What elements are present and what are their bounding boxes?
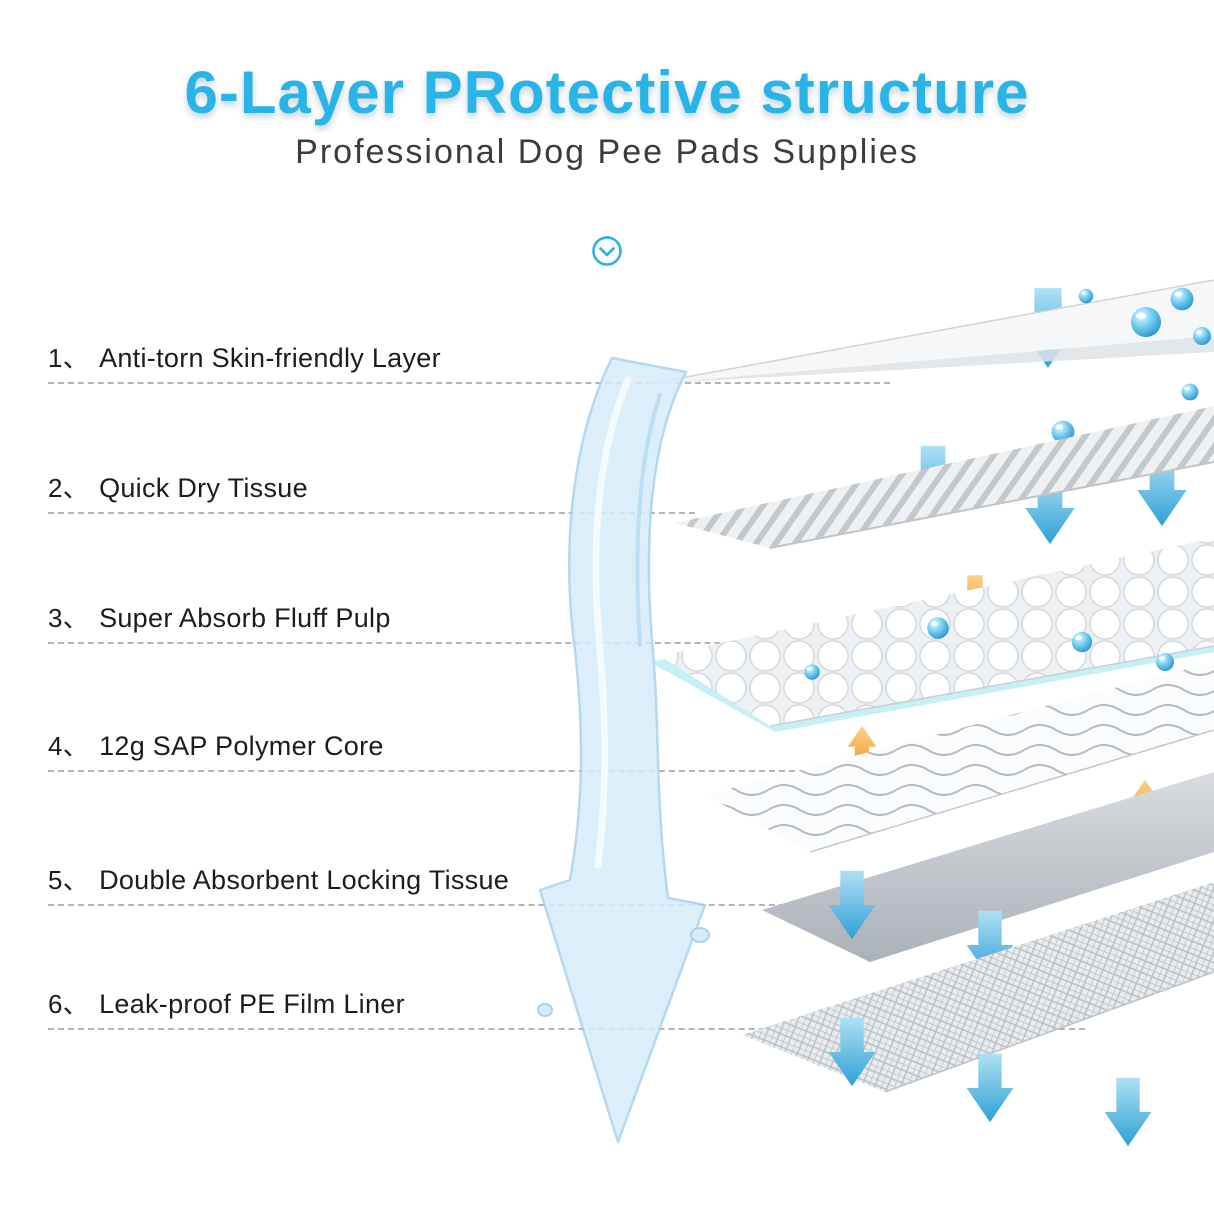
down-arrow	[908, 445, 1187, 545]
layer-number: 1、	[48, 343, 90, 373]
layer-2-sheet	[675, 406, 1214, 549]
water-droplet	[1078, 287, 1211, 401]
page-subtitle: Professional Dog Pee Pads Supplies	[295, 133, 919, 171]
layer-number: 5、	[48, 865, 90, 895]
leader-line	[48, 382, 890, 384]
chevron-down-circle-icon	[589, 232, 625, 268]
layer-label: Super Absorb Fluff Pulp	[99, 603, 391, 633]
layer-label: Double Absorbent Locking Tissue	[99, 865, 510, 895]
layer-label: 12g SAP Polymer Core	[99, 731, 384, 761]
page-title: 6-Layer PRotective structure	[184, 59, 1030, 126]
layer-number: 3、	[48, 603, 90, 633]
leader-line	[48, 770, 835, 772]
layer-3-beads	[650, 538, 1214, 732]
layer-number: 6、	[48, 989, 90, 1019]
layer-label-row-5: 5、 Double Absorbent Locking Tissue	[48, 860, 945, 906]
layer-5-sheet	[762, 772, 1214, 962]
layer-label-row-1: 1、 Anti-torn Skin-friendly Layer	[48, 338, 890, 384]
layer-label-row-4: 4、 12g SAP Polymer Core	[48, 726, 835, 772]
layer-6-sheet	[742, 882, 1214, 1093]
layer-label: Quick Dry Tissue	[99, 473, 308, 503]
down-arrow	[828, 1017, 1152, 1147]
leader-line	[48, 1028, 1085, 1030]
water-droplet	[804, 617, 1174, 680]
down-arrow	[1020, 288, 1076, 368]
leader-line	[48, 512, 695, 514]
layer-4-sheet	[705, 662, 1214, 853]
layer-1-sheet	[647, 279, 1214, 385]
layer-number: 2、	[48, 473, 90, 503]
header: 6-Layer PRotective structure Professiona…	[0, 0, 1214, 172]
layer-label: Anti-torn Skin-friendly Layer	[99, 343, 441, 373]
leader-line	[48, 642, 800, 644]
water-droplet	[1051, 420, 1183, 454]
orange-down-arrow	[959, 575, 1118, 659]
layer-label-row-6: 6、 Leak-proof PE Film Liner	[48, 984, 1085, 1030]
layer-label: Leak-proof PE Film Liner	[99, 989, 405, 1019]
leader-line	[48, 904, 945, 906]
orange-up-arrow	[847, 725, 1160, 823]
down-arrow	[828, 870, 1152, 1003]
layer-label-row-2: 2、 Quick Dry Tissue	[48, 468, 695, 514]
layer-label-row-3: 3、 Super Absorb Fluff Pulp	[48, 598, 800, 644]
layer-number: 4、	[48, 731, 90, 761]
water-splash-arrow	[537, 356, 710, 1144]
